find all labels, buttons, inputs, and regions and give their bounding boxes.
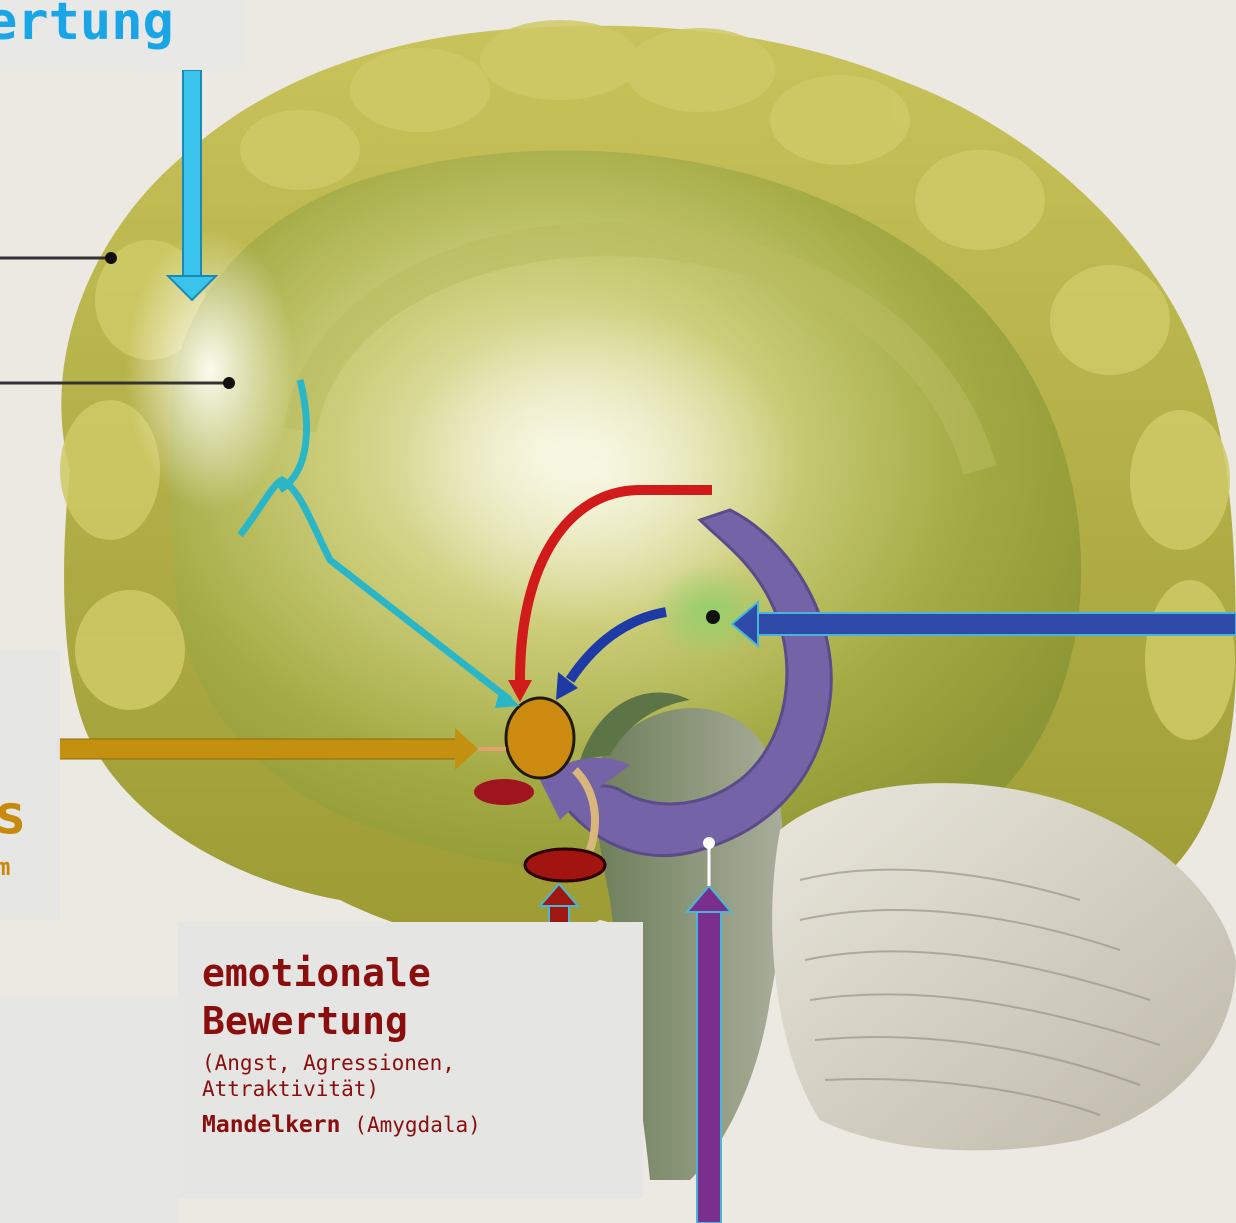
amygdala-desc-line1: (Angst, Agressionen, <box>202 1050 455 1076</box>
cyan-arrow-shaft <box>183 70 201 280</box>
hypothalamus-circle <box>506 698 574 778</box>
amygdala-name: Mandelkern (Amygdala) <box>202 1110 481 1140</box>
amygdala-label-box: emotionale Bewertung (Angst, Agressionen… <box>178 922 643 1198</box>
amygdala-name-plain: (Amygdala) <box>354 1113 480 1137</box>
prefrontal-glow <box>125 230 295 510</box>
purple-arrow-shaft <box>697 910 721 1223</box>
gold-arrow-shaft <box>58 739 458 759</box>
left-gold-small-cut-label: m <box>0 852 60 892</box>
hippocampus-dot <box>703 837 715 849</box>
left-gold-cut-label: s <box>0 785 60 850</box>
amygdala-desc-line2: Attraktivität) <box>202 1076 379 1102</box>
small-red-nucleus <box>474 779 534 805</box>
amygdala-title-line2: Bewertung <box>202 998 408 1044</box>
amygdala-title-line1: emotionale <box>202 950 431 996</box>
pointer-dot-2 <box>223 377 235 389</box>
pointer-dot-1 <box>105 252 117 264</box>
thalamus-dot <box>706 610 720 624</box>
amygdala-ellipse <box>525 849 605 881</box>
left-lower-label-bg <box>0 995 178 1223</box>
amygdala-name-bold: Mandelkern <box>202 1112 340 1138</box>
blue-right-arrow-shaft <box>755 613 1236 635</box>
top-cut-label: ertung <box>0 0 245 70</box>
